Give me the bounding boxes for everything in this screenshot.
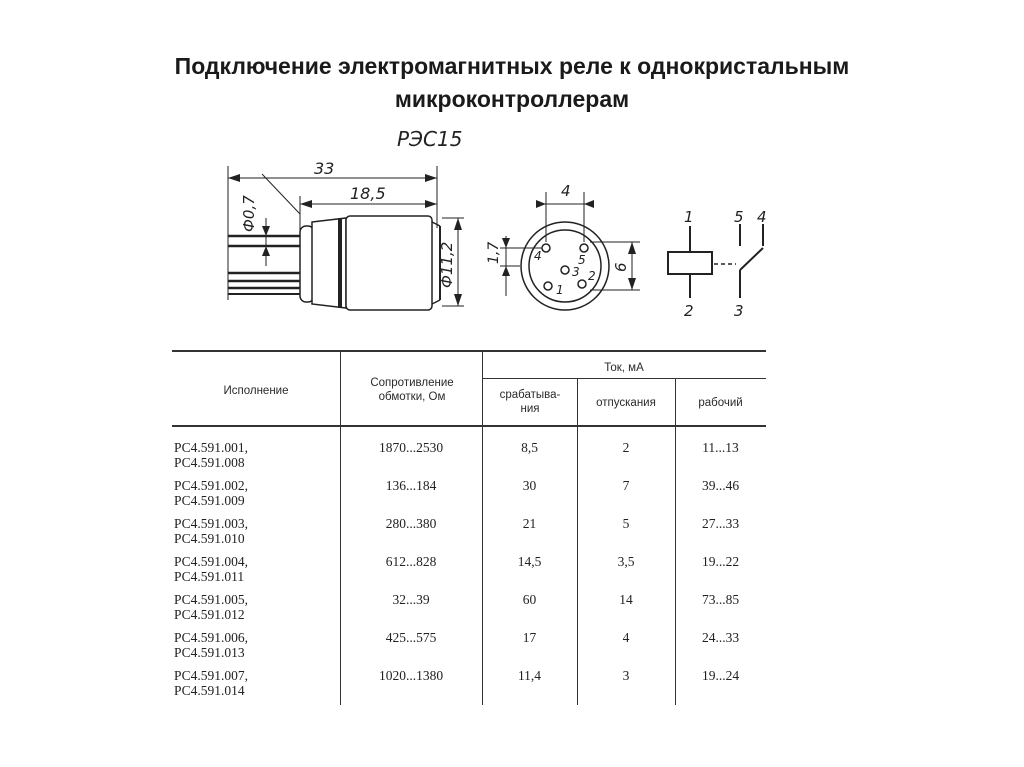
header-resistance: Сопротивление обмотки, Ом — [370, 377, 454, 403]
row-resistance: 280...380 — [385, 516, 437, 531]
relay-model-label: РЭС15 — [397, 127, 462, 151]
row-resistance: 612...828 — [385, 554, 437, 569]
dim-length-body: 18,5 — [350, 184, 386, 203]
header-operating: рабочий — [698, 397, 743, 409]
row-variant: РС4.591.001,РС4.591.008 — [174, 440, 249, 470]
dim-pin-circle: 6 — [612, 262, 630, 272]
dim-pin-spacing: 4 — [561, 182, 571, 200]
end-pin-label-2: 2 — [588, 269, 596, 283]
row-operating: 19...22 — [701, 554, 740, 569]
row-resistance: 32...39 — [392, 592, 430, 607]
sch-label-1: 1 — [684, 208, 694, 226]
row-variant: РС4.591.002,РС4.591.009 — [174, 478, 249, 508]
header-release: отпускания — [596, 397, 656, 409]
relay-end-view — [500, 192, 640, 311]
header-pickup: срабатыва-ния — [499, 389, 561, 415]
sch-label-3: 3 — [734, 302, 744, 320]
slide-title-line1: Подключение электромагнитных реле к одно… — [174, 53, 850, 79]
row-variant: РС4.591.005,РС4.591.012 — [174, 592, 249, 622]
dim-length-total: 33 — [314, 159, 334, 178]
end-pin-label-4: 4 — [534, 249, 542, 263]
dim-pin-diameter: Ф0,7 — [240, 195, 258, 232]
row-resistance: 1870...2530 — [378, 440, 444, 455]
row-variant: РС4.591.007,РС4.591.014 — [174, 668, 249, 698]
sch-label-5: 5 — [734, 208, 744, 226]
row-release: 14 — [619, 592, 633, 607]
sch-label-4: 4 — [757, 208, 767, 226]
row-release: 3 — [622, 668, 630, 683]
row-release: 4 — [622, 630, 630, 645]
row-resistance: 136...184 — [385, 478, 437, 493]
relay-spec-table: Исполнение Сопротивление обмотки, Ом Ток… — [172, 350, 766, 705]
dim-pin-offset: 1,7 — [486, 242, 502, 264]
table-header-rule — [172, 425, 766, 427]
row-pickup: 17 — [522, 630, 537, 645]
relay-side-view — [227, 166, 464, 311]
row-release: 2 — [622, 440, 630, 455]
row-operating: 11...13 — [702, 440, 739, 455]
sch-label-2: 2 — [684, 302, 694, 320]
slide-title: Подключение электромагнитных реле к одно… — [0, 50, 1024, 116]
current-group-rule — [482, 378, 766, 379]
row-pickup: 14,5 — [517, 554, 542, 569]
row-variant: РС4.591.003,РС4.591.010 — [174, 516, 249, 546]
row-resistance: 425...575 — [385, 630, 437, 645]
row-pickup: 60 — [522, 592, 537, 607]
relay-schematic — [667, 224, 764, 298]
row-variant: РС4.591.004,РС4.591.011 — [174, 554, 249, 584]
row-operating: 19...24 — [701, 668, 740, 683]
row-resistance: 1020...1380 — [378, 668, 444, 683]
header-variant: Исполнение — [223, 385, 289, 397]
row-variant: РС4.591.006,РС4.591.013 — [174, 630, 249, 660]
row-release: 5 — [622, 516, 630, 531]
row-pickup: 30 — [522, 478, 537, 493]
end-pin-label-3: 3 — [572, 265, 580, 279]
row-operating: 24...33 — [701, 630, 740, 645]
col-divider-3 — [577, 378, 578, 705]
table-top-rule — [172, 350, 766, 352]
col-divider-2 — [482, 350, 483, 705]
row-operating: 39...46 — [701, 478, 740, 493]
row-pickup: 11,4 — [517, 668, 542, 683]
row-operating: 27...33 — [701, 516, 740, 531]
row-pickup: 21 — [522, 516, 537, 531]
header-current-group: Ток, мА — [604, 362, 644, 374]
row-release: 7 — [622, 478, 630, 493]
col-divider-1 — [340, 350, 341, 705]
row-pickup: 8,5 — [521, 440, 538, 455]
end-pin-label-5: 5 — [578, 253, 586, 267]
end-pin-label-1: 1 — [556, 283, 564, 297]
slide-title-line2: микроконтроллерам — [394, 86, 630, 112]
row-release: 3,5 — [617, 554, 635, 569]
relay-drawing: РЭС15 — [227, 127, 767, 320]
dim-body-diameter: Ф11,2 — [438, 242, 456, 288]
row-operating: 73...85 — [701, 592, 740, 607]
col-divider-4 — [675, 378, 676, 705]
